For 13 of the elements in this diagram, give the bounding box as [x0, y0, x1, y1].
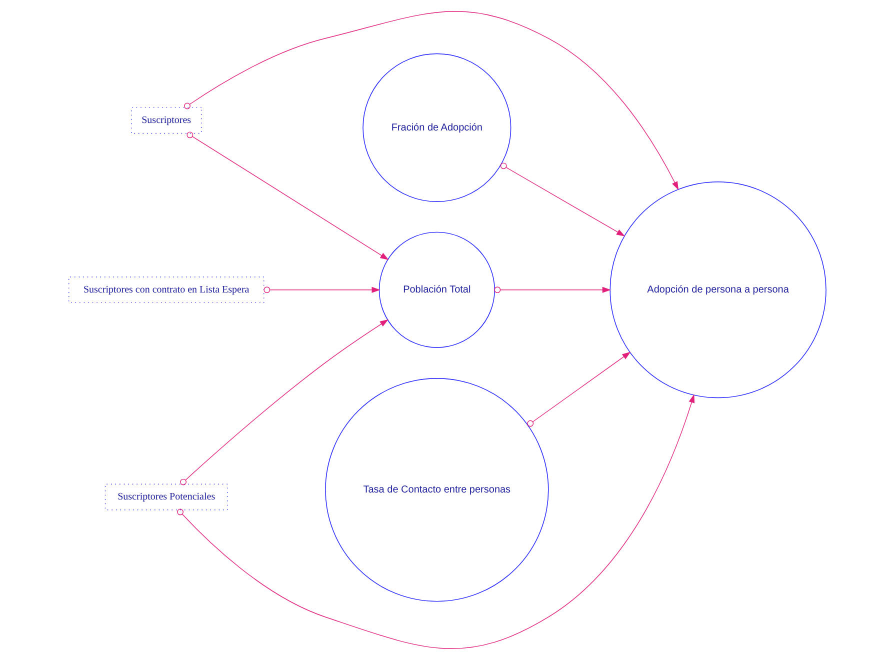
arrow — [494, 286, 611, 294]
arrow — [500, 162, 626, 236]
node-box: Suscriptores Potenciales — [104, 484, 228, 510]
node-circle: Fración de Adopción — [362, 53, 512, 202]
arrow — [527, 352, 631, 427]
node-circle: Tasa de Contacto entre personas — [325, 378, 549, 602]
arrow — [180, 319, 388, 486]
node-box: Suscriptores — [131, 107, 202, 134]
arrow — [186, 132, 389, 260]
node-box: Suscriptores con contrato en Lista Espera — [68, 276, 264, 304]
arrow — [184, 11, 679, 190]
arrow — [264, 286, 380, 294]
arrow — [177, 394, 695, 649]
